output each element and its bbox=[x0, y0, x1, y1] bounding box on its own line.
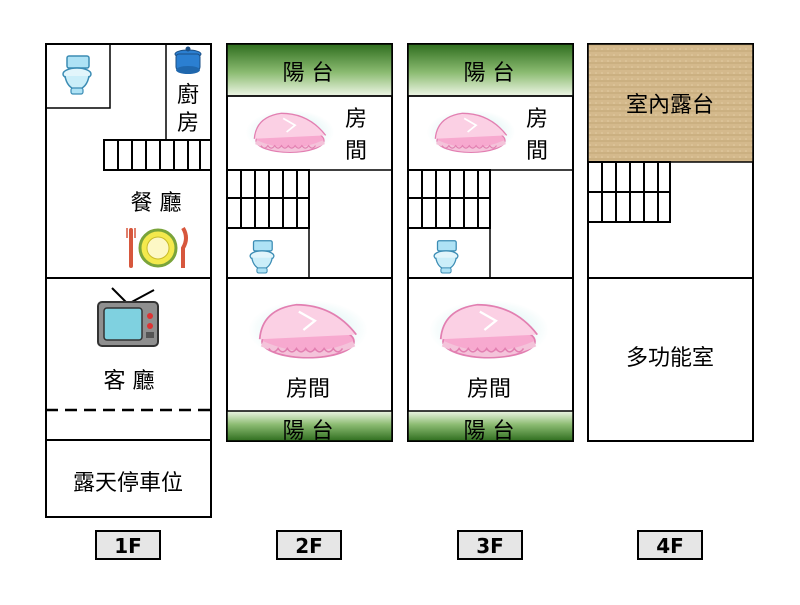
floor-4-terrace-label: 室內露台 bbox=[626, 93, 714, 118]
floor-4-label: 4F bbox=[656, 534, 684, 558]
cradle-icon bbox=[429, 300, 549, 360]
floor-2-label-box bbox=[276, 530, 342, 560]
floor-3-stairs bbox=[407, 169, 491, 229]
floor-3-room-top-label-line1: 房 bbox=[526, 107, 548, 132]
dining-plate-icon bbox=[126, 226, 188, 268]
floor-4-stairs bbox=[587, 161, 671, 223]
floor-2-balcony-top-label: 陽 台 bbox=[283, 61, 334, 86]
floor-2-stairs bbox=[226, 169, 310, 229]
floor-3: 陽 台 房 間 房間 陽 台 bbox=[407, 43, 574, 444]
floor-3-room-top-label-line2: 間 bbox=[526, 139, 548, 164]
tv-icon bbox=[97, 287, 159, 347]
floor-3-room-bottom-label: 房間 bbox=[467, 377, 511, 402]
kitchen-label-line1: 廚 bbox=[177, 83, 199, 108]
floor-2-label: 2F bbox=[295, 534, 323, 558]
floor-3-label: 3F bbox=[476, 534, 504, 558]
floor-4-multipurpose-label: 多功能室 bbox=[626, 346, 714, 371]
dining-label: 餐 廳 bbox=[131, 191, 182, 216]
floor-1-toilet-room bbox=[45, 43, 111, 109]
floor-1: 廚 房 餐 廳 bbox=[45, 43, 212, 518]
floor-2-room-top-label-line1: 房 bbox=[345, 107, 367, 132]
cooking-pot-icon bbox=[174, 46, 202, 74]
floor-2-balcony-bottom bbox=[226, 410, 393, 442]
floor-2-room-top-label-line2: 間 bbox=[345, 139, 367, 164]
cradle-icon bbox=[427, 110, 515, 154]
floor-4-label-box bbox=[637, 530, 703, 560]
floor-3-balcony-top-label: 陽 台 bbox=[464, 61, 515, 86]
floor-4-indoor-terrace bbox=[587, 43, 754, 163]
floor-2-balcony-bottom-label: 陽 台 bbox=[283, 419, 334, 444]
floor-1-label: 1F bbox=[114, 534, 142, 558]
living-room-label: 客 廳 bbox=[104, 369, 155, 394]
parking-label: 露天停車位 bbox=[73, 471, 183, 496]
kitchen-label-line2: 房 bbox=[177, 111, 199, 136]
floor-3-balcony-top bbox=[407, 43, 574, 97]
cradle-icon bbox=[246, 110, 334, 154]
cradle-icon bbox=[248, 300, 368, 360]
floor-1-label-box bbox=[95, 530, 161, 560]
floor-2-room-bottom-label: 房間 bbox=[286, 377, 330, 402]
floor-3-balcony-bottom bbox=[407, 410, 574, 442]
floor-1-outline bbox=[45, 43, 212, 518]
floor-labels: 1F 2F 3F 4F bbox=[95, 530, 703, 560]
floor-4: 室內露台 多功能室 bbox=[587, 43, 754, 442]
floor-3-label-box bbox=[457, 530, 523, 560]
floor-3-balcony-bottom-label: 陽 台 bbox=[464, 419, 515, 444]
floor-2-balcony-top bbox=[226, 43, 393, 97]
floor-1-stairs bbox=[103, 139, 212, 171]
floor-2: 陽 台 房 間 房間 陽 台 bbox=[226, 43, 393, 444]
